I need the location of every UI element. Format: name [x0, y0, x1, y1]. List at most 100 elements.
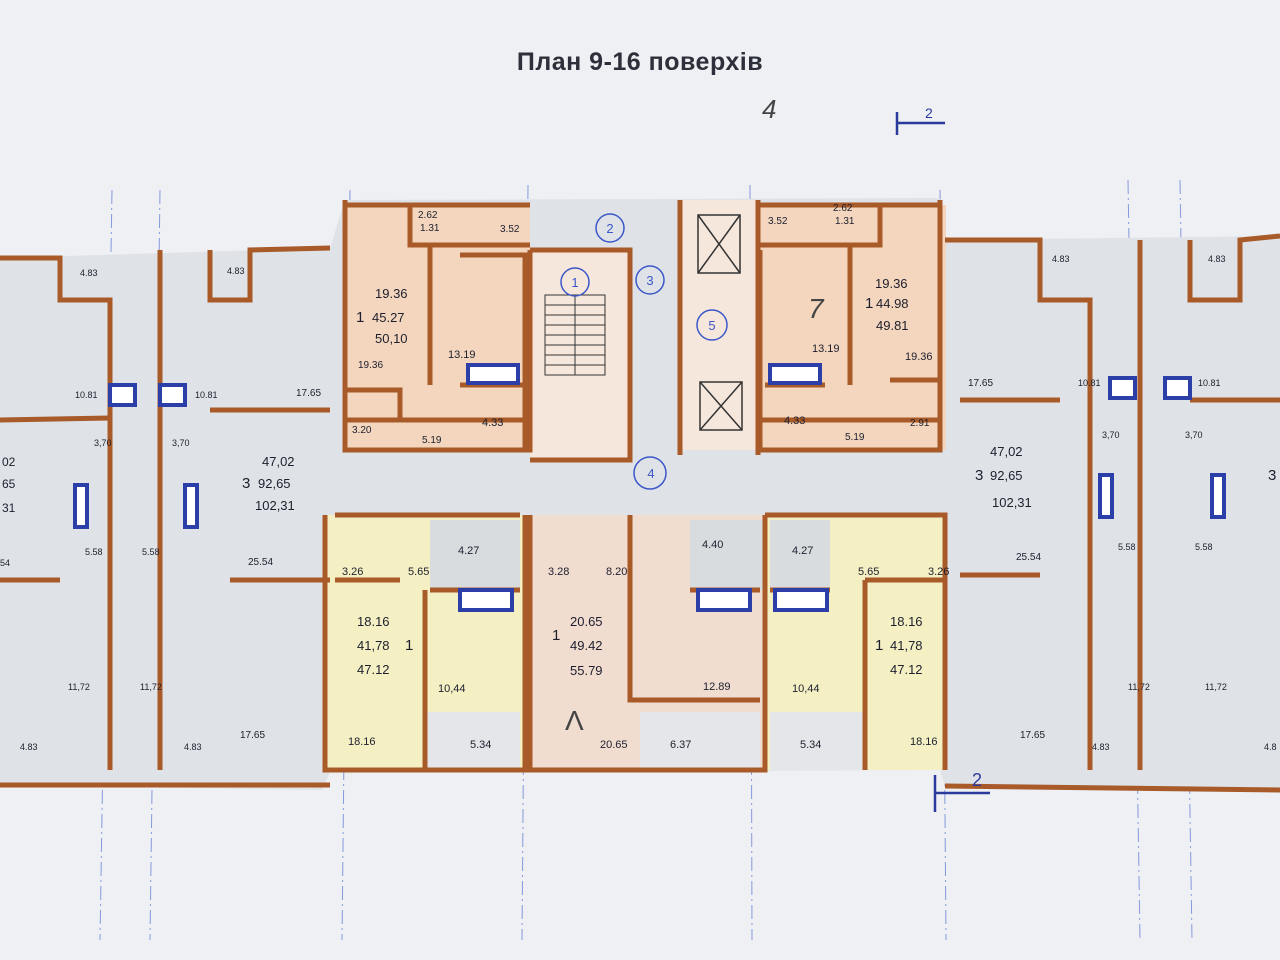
- apartment-fill-top-left: [345, 205, 530, 450]
- tr-bath: 4.33: [784, 415, 805, 427]
- tl-room2: 19.36: [358, 360, 383, 371]
- mr-total: 47.12: [890, 662, 923, 677]
- side-l2-bath: 5.58: [142, 547, 160, 557]
- ml-loggia: 5.34: [470, 739, 491, 751]
- side-r2-kitchen: 10.81: [1198, 378, 1221, 388]
- tl-balcony: 2.62: [418, 210, 438, 221]
- ml-area: 41,78: [357, 638, 390, 653]
- loggia-mid-left: [425, 712, 520, 770]
- l3-total: 102,31: [255, 498, 295, 513]
- loggia-mid-center: [640, 712, 760, 770]
- mr-room2: 18.16: [910, 736, 938, 748]
- mc-rooms: 1: [552, 627, 560, 644]
- r3-room-b: 25.54: [1016, 552, 1041, 563]
- tr-area: 44.98: [876, 296, 909, 311]
- r3-total: 102,31: [992, 495, 1032, 510]
- handwritten-mark-1: 4: [762, 94, 776, 124]
- tl-bath: 4.33: [482, 417, 503, 429]
- side-l1-loggia-low: 4.83: [20, 742, 38, 752]
- r3-area: 92,65: [990, 468, 1023, 483]
- side-r2-loggia: 4.83: [1208, 254, 1226, 264]
- side-r1-bath: 5.58: [1118, 542, 1136, 552]
- bath-block-left: [430, 520, 520, 590]
- side-l1-bath: 5.58: [85, 547, 103, 557]
- mc-area: 49.42: [570, 638, 603, 653]
- tr-hall: 5.19: [845, 432, 865, 443]
- side-r2-kitchen-low: 11,72: [1205, 682, 1227, 692]
- node-5: 5: [708, 318, 715, 333]
- mc-kitchen: 12.89: [703, 681, 731, 693]
- ml-living: 18.16: [357, 614, 390, 629]
- r3-living: 47,02: [990, 444, 1023, 459]
- edge-right-2: 4.8: [1264, 742, 1277, 752]
- mr-area: 41,78: [890, 638, 923, 653]
- l3-room-a: 17.65: [296, 388, 321, 399]
- ml-total: 47.12: [357, 662, 390, 677]
- elevator-core: [680, 200, 758, 450]
- tr-total: 49.81: [876, 318, 909, 333]
- building-footprint: [0, 198, 1280, 790]
- tr-kitchen: 13.19: [812, 343, 840, 355]
- handwritten-mark-3: Λ: [565, 705, 584, 736]
- ml-room2: 18.16: [348, 736, 376, 748]
- side-l2-loggia-low: 4.83: [184, 742, 202, 752]
- section-label-bottom: 2: [972, 770, 982, 790]
- ml-rooms: 1: [405, 637, 413, 654]
- mc-hall: 8.20: [606, 566, 627, 578]
- r3-room-c: 17.65: [1020, 730, 1045, 741]
- side-r1-wc: 3,70: [1102, 430, 1120, 440]
- ml-kitchen: 10,44: [438, 683, 466, 695]
- mr-rooms: 1: [875, 637, 883, 654]
- mc-bath: 4.40: [702, 539, 723, 551]
- mr-bath: 4.27: [792, 545, 813, 557]
- edge-left-3: 31: [2, 501, 16, 515]
- handwritten-mark-2: 7: [808, 293, 825, 324]
- node-4: 4: [647, 466, 654, 481]
- l3-living: 47,02: [262, 454, 295, 469]
- edge-left-2: 65: [2, 477, 16, 491]
- side-l1-loggia: 4.83: [80, 268, 98, 278]
- ml-corridor: 3.26: [342, 566, 363, 578]
- tl-area: 45.27: [372, 310, 405, 325]
- tr-rooms: 1: [865, 295, 873, 312]
- tr-balcony: 2.62: [833, 203, 853, 214]
- bath-block-center: [690, 520, 765, 590]
- stair-flight: [544, 294, 606, 376]
- elevator-shafts: [697, 214, 743, 431]
- side-r2-wc: 3,70: [1185, 430, 1203, 440]
- node-2: 2: [606, 221, 613, 236]
- mr-hall: 5.65: [858, 566, 879, 578]
- ml-bath: 4.27: [458, 545, 479, 557]
- edge-left-1: 02: [2, 455, 16, 469]
- equipment-blocks: [73, 363, 1226, 612]
- side-r2-bath: 5.58: [1195, 542, 1213, 552]
- tr-loggia: 3.52: [768, 216, 788, 227]
- mr-loggia: 5.34: [800, 739, 821, 751]
- tl-rooms: 1: [356, 309, 364, 326]
- side-l2-kitchen-low: 11,72: [140, 682, 162, 692]
- tl-living: 19.36: [375, 286, 408, 301]
- side-r1-kitchen-low: 11,72: [1128, 682, 1150, 692]
- l3-room-c: 17.65: [240, 730, 265, 741]
- side-l2-kitchen: 10.81: [195, 390, 218, 400]
- side-l2-wc: 3,70: [172, 438, 190, 448]
- tr-corridor: 2.91: [910, 418, 930, 429]
- node-1: 1: [571, 275, 578, 290]
- mc-total: 55.79: [570, 663, 603, 678]
- tr-balcony2: 1.31: [835, 216, 855, 227]
- edge-left-4: 54: [0, 558, 10, 568]
- r3-rooms: 3: [975, 467, 983, 484]
- mc-corridor: 3.28: [548, 566, 569, 578]
- edge-right-1: 3: [1268, 467, 1276, 484]
- node-circles: [560, 213, 728, 490]
- tl-total: 50,10: [375, 331, 408, 346]
- l3-area: 92,65: [258, 476, 291, 491]
- l3-rooms: 3: [242, 475, 250, 492]
- tl-loggia: 3.52: [500, 224, 520, 235]
- tr-room2: 19.36: [905, 351, 933, 363]
- tl-hall: 5.19: [422, 435, 442, 446]
- mr-corridor: 3.26: [928, 566, 949, 578]
- tl-balcony2: 1.31: [420, 223, 440, 234]
